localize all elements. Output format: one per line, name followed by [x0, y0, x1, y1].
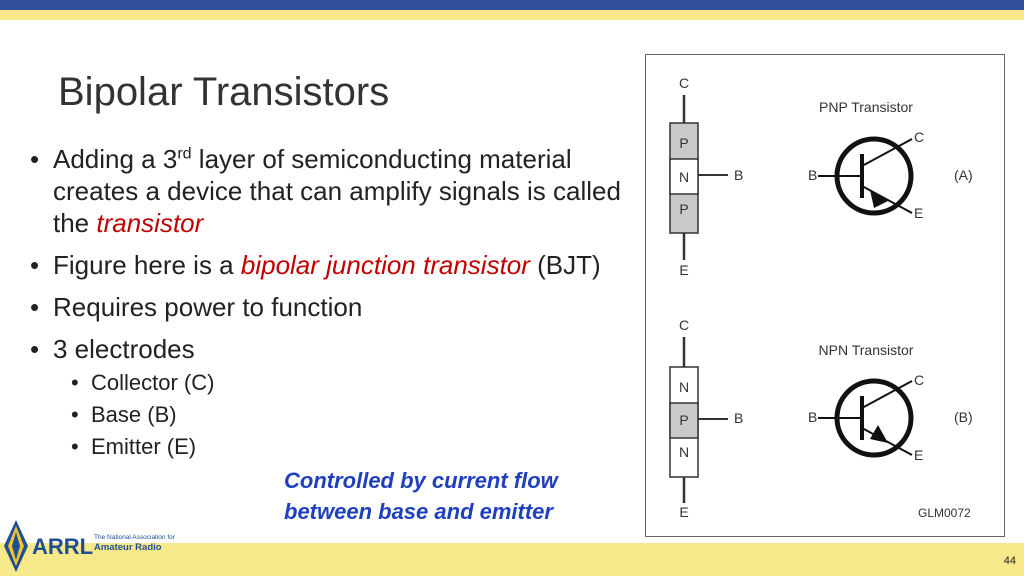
pnp-symbol-label-e: E	[914, 205, 923, 221]
pnp-layer-label-e: E	[679, 262, 688, 278]
pnp-layer-2: N	[679, 169, 689, 185]
arrl-logo-tagline-2: Amateur Radio	[94, 542, 162, 553]
npn-layer-label-e: E	[679, 504, 688, 520]
npn-layer-1: N	[679, 379, 689, 395]
npn-symbol-label-e: E	[914, 447, 923, 463]
transistor-term: transistor	[96, 208, 204, 238]
pnp-tag: (A)	[954, 167, 973, 183]
npn-title: NPN Transistor	[819, 342, 914, 358]
pnp-title: PNP Transistor	[819, 99, 913, 115]
npn-tag: (B)	[954, 409, 973, 425]
arrl-logo-tagline-1: The National Association for	[94, 534, 176, 541]
npn-layer-3: N	[679, 444, 689, 460]
pnp-base-layer	[669, 158, 699, 195]
bullet-electrodes: 3 electrodes	[30, 333, 650, 365]
page-number: 44	[1003, 555, 1016, 567]
footer-bar	[0, 543, 1024, 576]
pnp-symbol-label-c: C	[914, 129, 924, 145]
pnp-diagram: C P N P B E PNP Transistor B C E (A)	[669, 75, 973, 278]
arrl-logo: ARRL The National Association for Amateu…	[2, 518, 182, 574]
pnp-layer-label-b: B	[734, 167, 743, 183]
header-blue-band	[0, 0, 1024, 10]
pnp-symbol-label-b: B	[808, 167, 817, 183]
bullet-power: Requires power to function	[30, 291, 650, 323]
figure-code: GLM0072	[918, 506, 971, 520]
control-note: Controlled by current flow between base …	[284, 465, 558, 527]
slide-title: Bipolar Transistors	[58, 70, 390, 114]
pnp-arrow	[870, 190, 888, 208]
arrl-logo-graphic: ARRL The National Association for Amateu…	[4, 520, 176, 572]
bullet-list: Adding a 3rd layer of semiconducting mat…	[30, 143, 650, 463]
npn-symbol-label-c: C	[914, 372, 924, 388]
transistor-figure: C P N P B E PNP Transistor B C E (A) C	[645, 54, 1005, 537]
npn-diagram: C N P N B E NPN Transistor B C E (B)	[669, 317, 973, 520]
sub-bullet-base: Base (B)	[30, 399, 650, 431]
header-yellow-band	[0, 10, 1024, 20]
pnp-layer-1: P	[679, 135, 688, 151]
bullet-bjt: Figure here is a bipolar junction transi…	[30, 249, 650, 281]
arrl-logo-brand: ARRL	[32, 534, 93, 559]
npn-layer-label-b: B	[734, 410, 743, 426]
npn-base-layer	[669, 402, 699, 439]
bjt-term: bipolar junction transistor	[240, 250, 530, 280]
npn-layer-label-c: C	[679, 317, 689, 333]
pnp-layer-label-c: C	[679, 75, 689, 91]
sub-bullet-emitter: Emitter (E)	[30, 431, 650, 463]
npn-arrow	[870, 425, 888, 443]
npn-symbol-label-b: B	[808, 409, 817, 425]
control-note-line-2: between base and emitter	[284, 499, 553, 524]
npn-layer-2: P	[679, 412, 688, 428]
control-note-line-1: Controlled by current flow	[284, 468, 558, 493]
diamond-emblem-icon	[4, 520, 28, 572]
transistor-diagram: C P N P B E PNP Transistor B C E (A) C	[669, 75, 973, 520]
sub-bullet-collector: Collector (C)	[30, 367, 650, 399]
bullet-transistor-definition: Adding a 3rd layer of semiconducting mat…	[30, 143, 650, 239]
pnp-layer-3: P	[679, 201, 688, 217]
